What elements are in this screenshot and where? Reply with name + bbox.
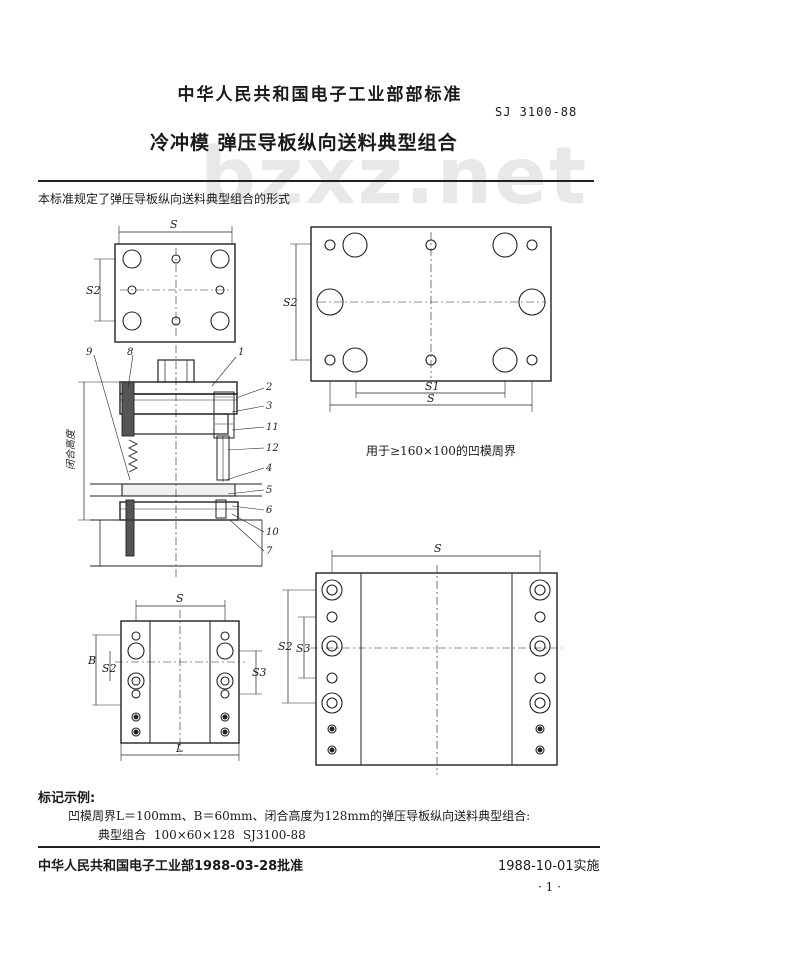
- callout-3: 3: [266, 401, 272, 412]
- dim-b-small-lower: B: [87, 654, 96, 667]
- closed-height-label: 闭合高度: [65, 428, 77, 470]
- marking-example-title: 标记示例:: [38, 791, 96, 806]
- section-view: [78, 345, 265, 580]
- dim-s1-large-plan: S1: [425, 380, 440, 393]
- marking-example-text: 凹模周界L＝100mm、B＝60mm、闭合高度为128mm的弹压导板纵向送料典型…: [68, 809, 531, 823]
- marking-example-code: 典型组合 100×60×128 SJ3100-88: [98, 828, 306, 842]
- callout-2: 2: [265, 382, 272, 393]
- large-die-caption: 用于≥160×100的凹模周界: [366, 444, 516, 458]
- callout-8: 8: [127, 347, 133, 358]
- standard-number: SJ 3100-88: [495, 105, 578, 119]
- approval-line: 中华人民共和国电子工业部1988-03-28批准: [38, 859, 304, 874]
- implementation-date: 1988-10-01实施: [498, 859, 600, 874]
- callout-5: 5: [266, 485, 272, 496]
- callout-11: 11: [266, 422, 279, 433]
- dim-s2-small-plan: S2: [86, 284, 101, 297]
- callout-12: 12: [266, 443, 279, 454]
- small-plan-view: [94, 226, 236, 343]
- dim-s-small-lower: S: [176, 592, 184, 605]
- callout-9: 9: [86, 347, 93, 358]
- large-plan-view: [290, 226, 552, 412]
- watermark: bzxz.net: [200, 132, 589, 222]
- dim-s3-small-lower: S3: [252, 666, 267, 679]
- dim-s-large-lower: S: [434, 542, 442, 555]
- large-lower-view: [282, 550, 562, 775]
- dim-s2-large-plan: S2: [283, 296, 298, 309]
- callout-10: 10: [266, 527, 279, 538]
- dim-s-small-plan: S: [170, 218, 178, 231]
- callout-6: 6: [266, 505, 273, 516]
- dim-l-small-lower: L: [175, 742, 183, 755]
- small-lower-view: [92, 600, 262, 761]
- dim-s3-large-lower: S3: [296, 642, 311, 655]
- footer-rule: [38, 846, 600, 848]
- callout-4: 4: [265, 463, 272, 474]
- dim-s-large-plan: S: [427, 392, 435, 405]
- callout-1: 1: [238, 347, 244, 358]
- callout-7: 7: [266, 546, 273, 557]
- document-title: 冷冲模 弹压导板纵向送料典型组合: [150, 132, 458, 154]
- scope-text: 本标准规定了弹压导板纵向送料典型组合的形式: [38, 192, 291, 206]
- org-standard-heading: 中华人民共和国电子工业部部标准: [177, 85, 463, 105]
- page-number: · 1 ·: [538, 880, 561, 894]
- top-rule: [38, 180, 594, 182]
- small-dowel-marks: [133, 714, 228, 735]
- dim-s2-small-lower: S2: [102, 662, 117, 675]
- large-dowel-marks: [329, 726, 543, 753]
- dim-s2-large-lower: S2: [278, 640, 293, 653]
